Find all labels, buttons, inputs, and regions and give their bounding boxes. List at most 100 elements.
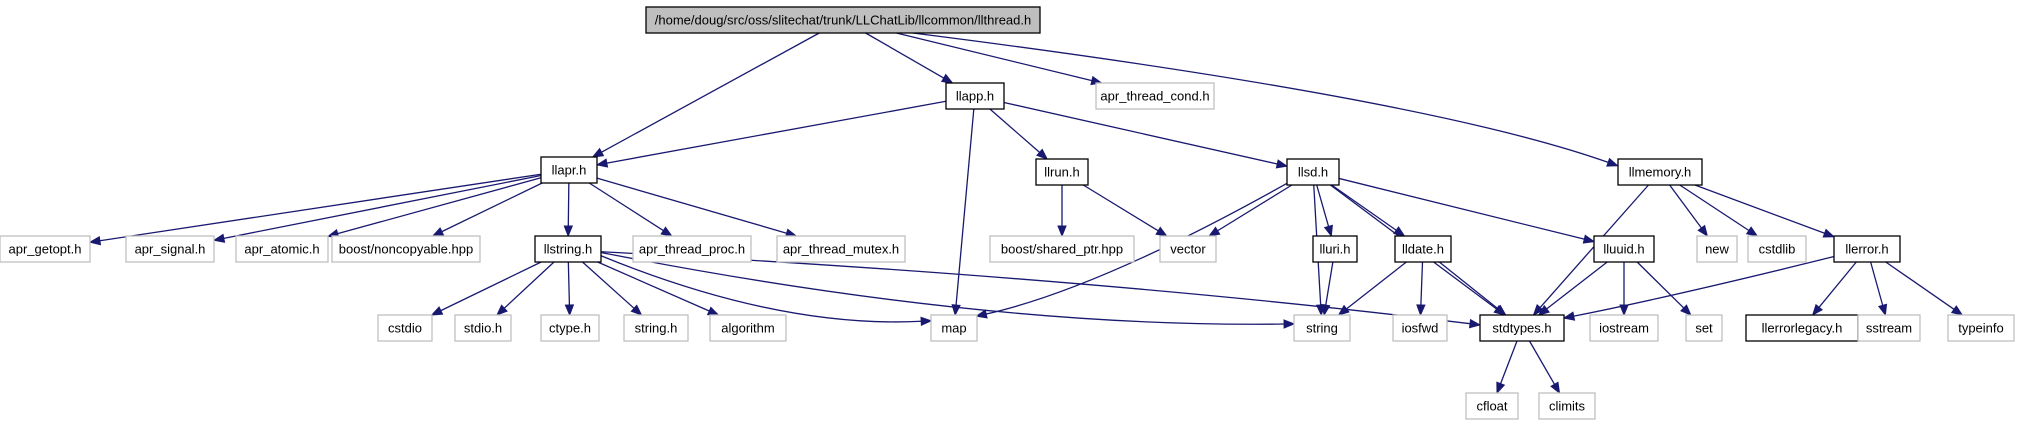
edge-llmemory-to-cstdlib xyxy=(1679,184,1759,237)
node-label: llrun.h xyxy=(1044,165,1079,180)
node-lluuid[interactable]: lluuid.h xyxy=(1593,235,1655,263)
node-new: new xyxy=(1696,235,1738,263)
node-label: climits xyxy=(1549,399,1586,414)
edge-llerror-to-typeinfo xyxy=(1885,261,1964,316)
node-box xyxy=(1745,314,1859,342)
edge-llapp-to-llapr xyxy=(595,100,947,168)
node-sstream: sstream xyxy=(1857,314,1921,342)
node-llapr[interactable]: llapr.h xyxy=(540,156,598,184)
node-box xyxy=(1593,235,1655,263)
edge-line xyxy=(1669,184,1702,229)
arrowhead xyxy=(1337,304,1350,316)
node-llthread[interactable]: /home/doug/src/oss/slitechat/trunk/LLCha… xyxy=(645,6,1041,34)
arrowhead xyxy=(430,306,444,316)
arrowhead xyxy=(1323,224,1333,238)
node-label: llstring.h xyxy=(544,242,592,257)
arrowhead xyxy=(940,73,954,84)
node-lldate[interactable]: lldate.h xyxy=(1394,235,1452,263)
edge-line xyxy=(1636,261,1685,309)
node-box xyxy=(645,6,1041,34)
node-box xyxy=(1947,314,2015,342)
node-box xyxy=(1293,314,1351,342)
node-apr-signal: apr_signal.h xyxy=(125,235,215,263)
node-climits: climits xyxy=(1538,392,1596,420)
node-string: string xyxy=(1293,314,1351,342)
edge-line xyxy=(865,32,945,79)
node-label: vector xyxy=(1170,242,1206,257)
node-llmemory[interactable]: llmemory.h xyxy=(1617,158,1703,186)
arrowhead xyxy=(1619,304,1629,317)
edge-line xyxy=(989,108,1041,153)
arrowhead xyxy=(1321,303,1331,317)
node-boost-shared-ptr: boost/shared_ptr.hpp xyxy=(989,235,1135,263)
arrowhead xyxy=(1745,226,1759,237)
node-label: string.h xyxy=(635,321,678,336)
arrowhead xyxy=(1562,311,1576,321)
node-box xyxy=(1392,314,1448,342)
arrowhead xyxy=(1416,304,1426,317)
node-llstring[interactable]: llstring.h xyxy=(534,235,602,263)
node-box xyxy=(1833,235,1901,263)
edge-line xyxy=(1573,255,1835,317)
arrowhead xyxy=(212,233,226,243)
node-box xyxy=(945,82,1005,110)
arrowhead xyxy=(1494,304,1507,316)
edge-line xyxy=(601,32,820,153)
arrowhead xyxy=(1532,303,1545,317)
node-label: typeinfo xyxy=(1958,321,2004,336)
arrowhead xyxy=(1283,319,1296,329)
arrowhead xyxy=(564,304,575,317)
node-label: boost/shared_ptr.hpp xyxy=(1001,242,1123,257)
node-box xyxy=(1394,235,1452,263)
edge-llapr-to-apr_thread_proc xyxy=(588,182,673,237)
arrowhead xyxy=(975,309,988,319)
node-box xyxy=(1286,158,1340,186)
edge-llthread-to-llapr xyxy=(591,32,820,158)
node-box xyxy=(1159,235,1217,263)
edge-llapr-to-apr_getopt xyxy=(88,173,542,246)
edge-llsd-to-map xyxy=(975,182,1288,319)
node-label: apr_atomic.h xyxy=(244,242,319,257)
node-label: sstream xyxy=(1866,321,1912,336)
node-apr-thread-mutex: apr_thread_mutex.h xyxy=(776,235,906,263)
node-label: stdio.h xyxy=(464,321,502,336)
node-box xyxy=(1538,392,1596,420)
edge-line xyxy=(223,174,542,239)
node-lluri[interactable]: lluri.h xyxy=(1312,235,1358,263)
node-llrun[interactable]: llrun.h xyxy=(1035,158,1089,186)
edge-line xyxy=(99,173,542,242)
node-box xyxy=(989,235,1135,263)
edge-llapr-to-llstring xyxy=(563,182,574,238)
node-box xyxy=(454,314,512,342)
edge-line xyxy=(606,100,947,164)
edge-lluuid-to-set xyxy=(1636,261,1692,316)
arrowhead xyxy=(1537,304,1550,316)
node-iosfwd: iosfwd xyxy=(1392,314,1448,342)
edge-line xyxy=(337,177,542,235)
node-stdtypes[interactable]: stdtypes.h xyxy=(1479,314,1565,342)
edge-line xyxy=(1331,184,1397,231)
edge-llapp-to-llsd xyxy=(1003,101,1289,169)
edge-llrun-to-vector xyxy=(1082,184,1168,237)
arrowhead xyxy=(951,304,961,317)
edge-line xyxy=(1217,184,1293,232)
node-label: lluri.h xyxy=(1319,242,1350,257)
edge-lldate-to-iosfwd xyxy=(1416,261,1426,317)
node-llapp[interactable]: llapp.h xyxy=(945,82,1005,110)
edge-llstring-to-stdio xyxy=(496,261,555,316)
node-llerrorlegacy[interactable]: llerrorlegacy.h xyxy=(1745,314,1859,342)
edges-layer xyxy=(88,32,1964,395)
node-llsd[interactable]: llsd.h xyxy=(1286,158,1340,186)
node-box xyxy=(540,314,600,342)
edge-line xyxy=(1694,184,1825,234)
edge-lluuid-to-stdtypes xyxy=(1537,261,1608,316)
node-box xyxy=(1747,235,1807,263)
edge-llsd-to-lluuid xyxy=(1338,177,1596,244)
node-llerror[interactable]: llerror.h xyxy=(1833,235,1901,263)
edge-line xyxy=(1316,184,1330,227)
node-ctype: ctype.h xyxy=(540,314,600,342)
node-box xyxy=(1589,314,1659,342)
arrowhead xyxy=(591,147,605,158)
arrowhead xyxy=(660,226,673,237)
